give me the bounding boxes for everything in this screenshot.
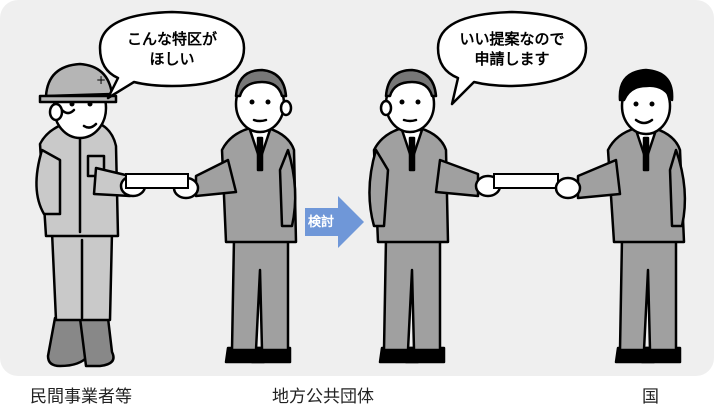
speech-text-local-government: いい提案なので 申請します [448,29,576,69]
speech-bubble-private-sector [98,10,246,100]
caption-private-sector: 民間事業者等 [30,387,132,407]
speech-line-1: いい提案なので [459,30,565,48]
caption-local-government: 地方公共団体 [272,387,374,407]
speech-line-2: ほしい [149,50,195,68]
proposal-document-1 [125,173,189,189]
svg-text:+: + [96,73,106,87]
local-official-submitting-figure [368,68,502,364]
proposal-document-2 [493,173,559,189]
national-official-figure [554,68,687,364]
speech-bubble-local-government [436,10,588,106]
worker-figure: + [35,62,147,368]
speech-line-1: こんな特区が [126,30,217,48]
local-official-receiving-figure [172,68,298,364]
speech-line-2: 申請します [474,50,550,68]
caption-national: 国 [642,387,659,407]
illustration-scene: + [35,10,687,368]
speech-text-private-sector: こんな特区が ほしい [110,29,234,69]
review-arrow [305,196,364,248]
review-arrow-label: 検討 [308,215,335,230]
